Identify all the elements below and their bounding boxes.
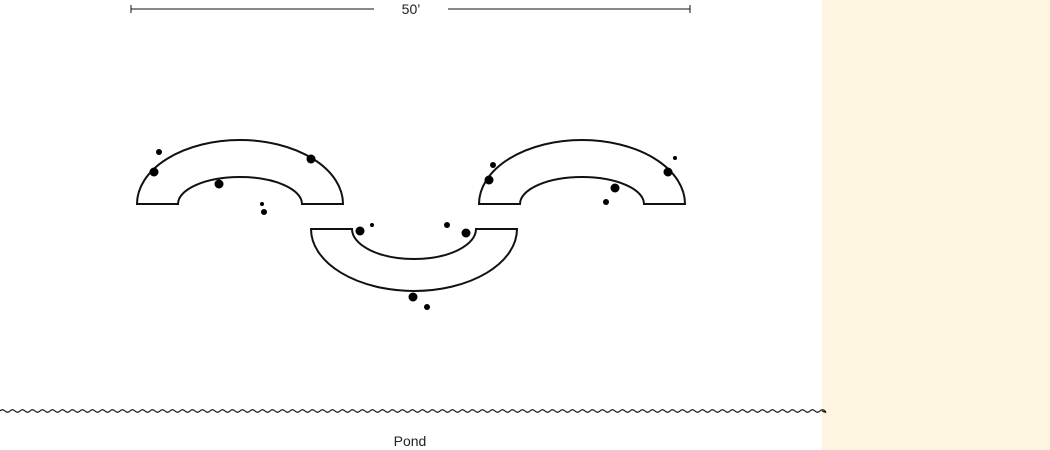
plant-dot [484,175,494,185]
plant-dot [370,223,374,227]
plant-dot [149,167,159,177]
arch-bench-left [135,139,345,205]
plant-dot [424,304,430,310]
arch-bench-center [309,228,519,292]
scale-label: 50’ [401,1,421,17]
plant-dot [260,202,264,206]
pond-label: Pond [393,433,427,449]
pond-edge-line [0,409,827,413]
side-panel [822,0,1050,450]
plant-dot [214,179,224,189]
plant-dot [490,162,496,168]
plant-dot [663,167,673,177]
plant-dot [444,222,450,228]
plant-dot [408,292,418,302]
plant-dot [156,149,162,155]
plant-dot [306,154,316,164]
plant-dot [673,156,677,160]
scale-bar [130,5,691,13]
plant-dot [610,183,620,193]
arch-bench-right [477,139,687,205]
plant-dot [355,226,365,236]
plant-dot [603,199,609,205]
plant-dot [261,209,267,215]
plant-dots [149,149,677,310]
plant-dot [461,228,471,238]
